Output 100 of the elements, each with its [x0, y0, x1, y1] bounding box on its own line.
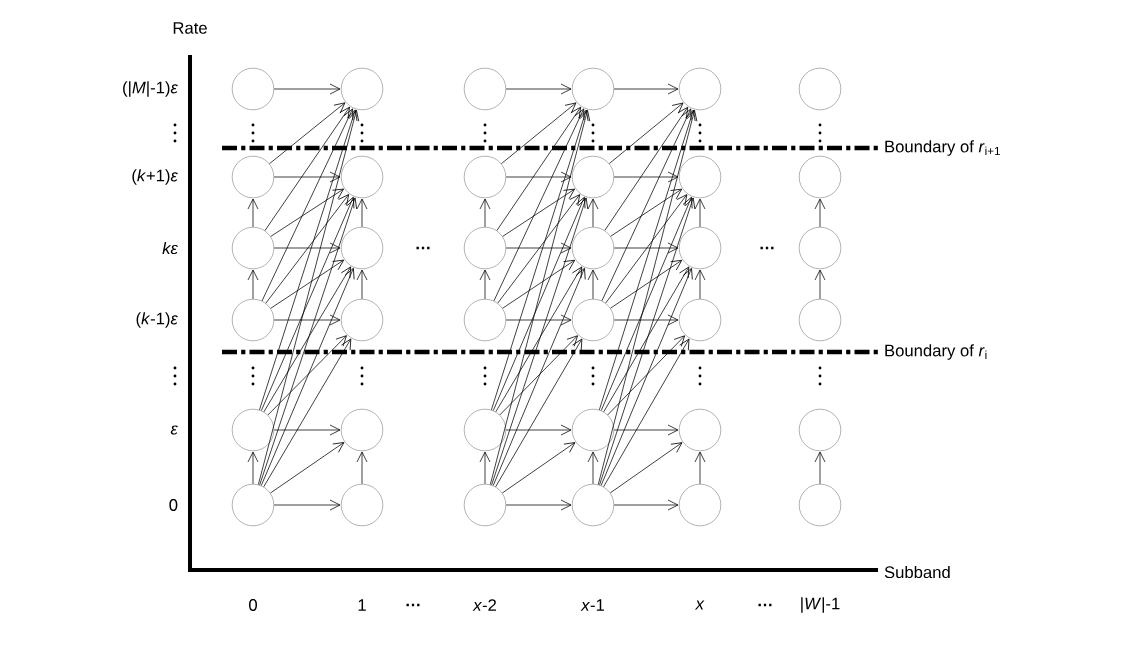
arrow [605, 194, 688, 304]
arrow [492, 267, 586, 486]
state-circle [571, 67, 615, 111]
arrow [273, 171, 341, 183]
arrow [694, 198, 706, 228]
state-circle [571, 483, 615, 527]
state-circle [678, 298, 722, 342]
arrow [356, 269, 368, 300]
state-circle [571, 226, 615, 270]
arrow [613, 314, 679, 326]
arrow [597, 109, 698, 485]
state-circle [798, 298, 842, 342]
arrow [491, 109, 589, 411]
state-circle [463, 155, 507, 199]
arrow [694, 451, 706, 485]
arrow [613, 424, 679, 436]
arrow [479, 269, 491, 300]
arrow [489, 109, 591, 485]
arrow [502, 188, 575, 237]
state-circle [231, 408, 275, 452]
arrow [609, 102, 684, 164]
arrow [694, 269, 706, 300]
tick-label: x-1 [580, 599, 605, 611]
arrow [247, 269, 259, 300]
arrow [505, 314, 572, 326]
state-circle [231, 298, 275, 342]
arrow [270, 188, 344, 237]
arrow [493, 108, 585, 302]
state-circle [678, 67, 722, 111]
arrow [270, 442, 345, 494]
state-circle [231, 67, 275, 111]
state-circle [463, 226, 507, 270]
state-circle [678, 226, 722, 270]
tick-label: ε [170, 425, 178, 435]
arrow [505, 424, 572, 436]
state-circle [678, 408, 722, 452]
state-circle [798, 67, 842, 111]
arrow [259, 109, 358, 411]
tick-label: kε [162, 241, 178, 255]
arrow [613, 83, 679, 95]
arrow [273, 424, 341, 436]
arrow [505, 242, 572, 254]
arrow [814, 451, 826, 485]
arrow [610, 259, 683, 309]
state-circle [678, 483, 722, 527]
arrow [356, 198, 368, 228]
state-circle [571, 298, 615, 342]
arrow [261, 108, 354, 302]
tick-label: 0 [169, 499, 178, 511]
arrow [598, 109, 696, 411]
ellipsis: … [406, 603, 420, 607]
state-circle [340, 226, 384, 270]
arrow [270, 259, 345, 309]
arrow [273, 314, 341, 326]
arrow [603, 266, 690, 413]
state-circle [571, 408, 615, 452]
arrow [604, 106, 689, 231]
arrow [273, 499, 341, 511]
state-circle [340, 155, 384, 199]
arrow [495, 338, 583, 488]
state-circle [798, 226, 842, 270]
tick-label: (k+1)ε [132, 169, 178, 185]
arrow [587, 198, 599, 228]
arrow [601, 108, 692, 302]
axis-title: Rate [173, 22, 207, 34]
arrow [502, 259, 576, 309]
boundary-label: Boundary of r$_{i+1}$ [885, 140, 1000, 156]
arrow [269, 102, 346, 165]
tick-label: |W|-1 [801, 597, 840, 613]
arrow [479, 451, 491, 485]
state-circle [231, 155, 275, 199]
arrow [599, 197, 696, 486]
arrow [600, 267, 693, 486]
arrow [261, 196, 355, 411]
ellipsis: … [416, 246, 430, 250]
state-circle [798, 483, 842, 527]
state-circle [798, 408, 842, 452]
arrow [265, 194, 350, 304]
arrow [356, 451, 368, 485]
arrow [495, 266, 583, 413]
ellipsis: … [760, 246, 774, 250]
tick-label: (|M|-1)ε [123, 81, 178, 97]
arrow [505, 83, 572, 95]
state-circle [678, 155, 722, 199]
state-circle [340, 408, 384, 452]
arrow [502, 442, 576, 494]
arrow [613, 499, 679, 511]
boundary-label: Boundary of r$_{i}$ [885, 344, 987, 360]
arrow [496, 106, 582, 231]
tick-label: x [694, 600, 705, 610]
arrow [600, 196, 693, 411]
arrow [259, 197, 358, 486]
state-circle [231, 483, 275, 527]
ellipsis: … [758, 603, 772, 607]
state-circle [463, 298, 507, 342]
axis-title: Subband [884, 565, 950, 579]
arrow [501, 102, 577, 164]
arrow [260, 267, 355, 486]
arrow [607, 335, 686, 416]
arrow [273, 242, 341, 254]
